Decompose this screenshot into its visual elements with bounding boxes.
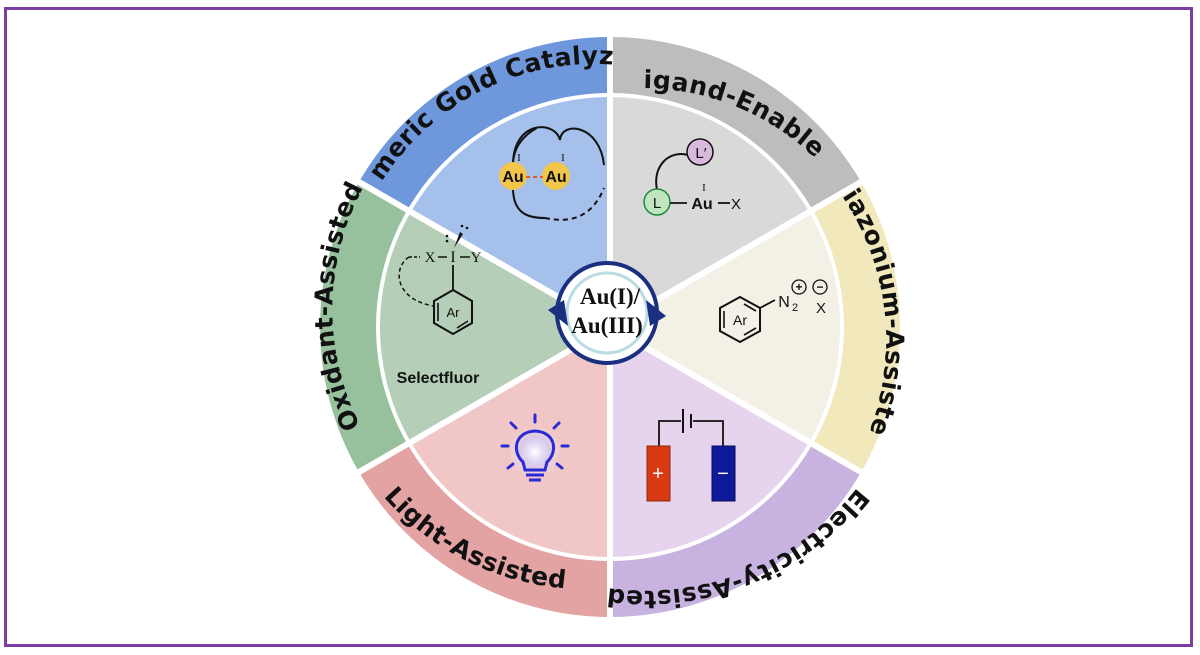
cathode-sign: − (717, 463, 729, 485)
center-catalytic-cycle: Au(I)/ Au(III) (548, 261, 666, 365)
l-circle (643, 188, 671, 216)
center-label-au-i: Au(I)/ (580, 284, 641, 309)
l-prime-label: L′ (695, 145, 706, 162)
oxidant-ar-label: Ar (447, 305, 461, 320)
segment-inner-ligand (610, 97, 810, 327)
diazonium-plus-charge: + (795, 280, 802, 294)
au-label-right: Au (545, 169, 566, 186)
oxidant-illustration: X I Y Ar Selectfluor (397, 224, 482, 387)
au-oxidation-right: I (561, 152, 565, 164)
cycle-arrow-left (548, 300, 568, 326)
cycle-arrow-right (646, 300, 666, 326)
diazonium-minus-charge: − (816, 280, 823, 294)
diazonium-n-label: N (778, 294, 790, 311)
ligand-x-label: X (731, 196, 741, 213)
electrolysis-cell: + − (646, 409, 736, 502)
diazonium-n-subscript: 2 (792, 302, 798, 314)
segment-inner-diazonium (610, 212, 841, 442)
l-label: L (653, 195, 661, 212)
segment-inner-light (410, 327, 610, 557)
au-label-left: Au (502, 169, 523, 186)
l-prime-circle (686, 138, 714, 166)
cycle-inner-ring (565, 271, 649, 355)
light-bulb-icon (500, 413, 570, 482)
oxidant-y-label: Y (471, 250, 482, 266)
au-oxidation-left: I (517, 152, 521, 164)
au-atom-right (542, 162, 570, 190)
diazonium-illustration: Ar N 2 + − X (719, 279, 828, 344)
oxidant-i-label: I (450, 249, 455, 266)
oxidant-x-label: X (425, 250, 436, 266)
segment-inner-dimeric (410, 97, 610, 327)
diazonium-ar-label: Ar (733, 312, 747, 328)
bulb-glass (514, 429, 556, 472)
segment-inner-oxidant (379, 212, 610, 442)
anode (646, 445, 671, 502)
dimeric-gold-illustration: Au Au I I (499, 126, 605, 221)
bulb-rays (500, 413, 570, 470)
center-label-au-iii: Au(III) (571, 313, 643, 338)
ligand-au-label: Au (691, 196, 712, 213)
selectfluor-caption: Selectfluor (397, 370, 480, 387)
anode-sign: + (652, 463, 664, 485)
au-atom-left (499, 162, 527, 190)
diazonium-x-label: X (816, 300, 826, 317)
ligand-illustration: L′ L Au I X (643, 138, 741, 216)
ligand-au-oxidation: I (702, 182, 706, 194)
cathode (711, 445, 736, 502)
